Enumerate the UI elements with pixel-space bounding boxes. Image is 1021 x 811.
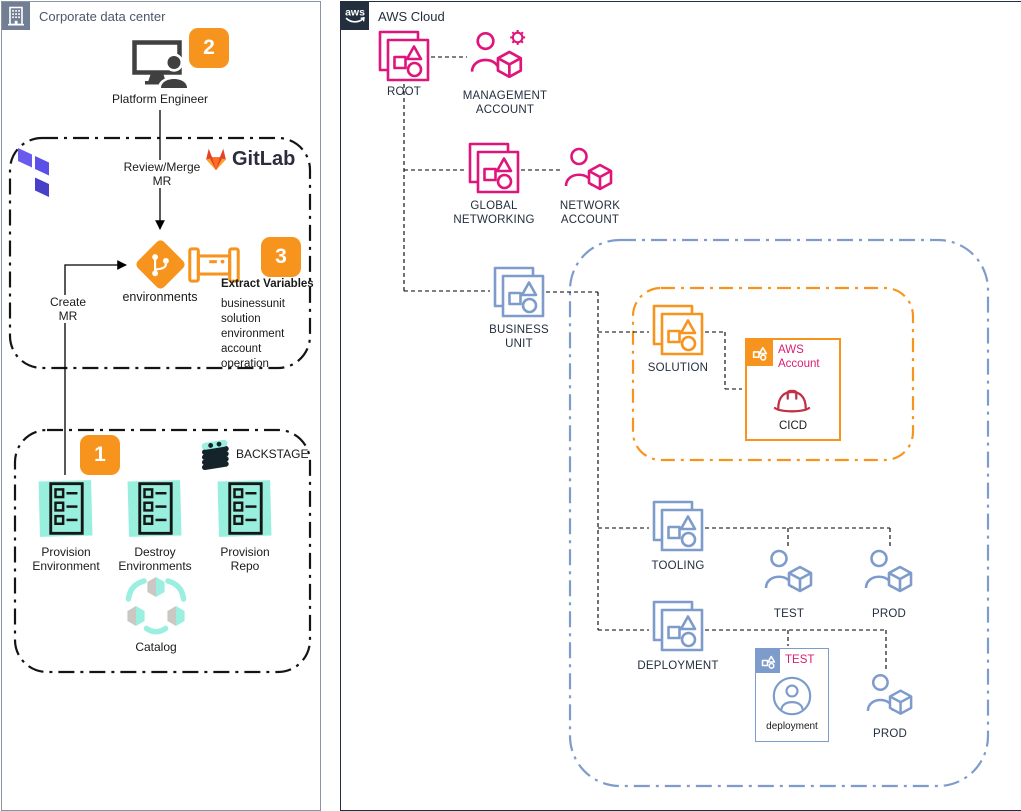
aws-panel-title: AWS Cloud [378, 9, 445, 24]
cicd-label: CICD [778, 420, 808, 432]
create-mr-label: Create MR [40, 295, 96, 324]
test-label: TEST [773, 608, 805, 620]
step-3-badge: 3 [261, 237, 301, 277]
destroy-environments-label: Destroy Environments [118, 545, 192, 574]
environments-label: environments [122, 290, 198, 304]
extract-variables-title: Extract Variables [221, 278, 314, 290]
cicd-hardhat-icon [773, 386, 811, 415]
root-label: ROOT [386, 86, 422, 98]
aws-logo-text: aws [345, 7, 365, 19]
solution-label: SOLUTION [647, 362, 709, 374]
aws-cloud-panel: aws AWS Cloud [340, 1, 1021, 811]
terraform-icon [16, 146, 56, 198]
variable-item: solution [221, 313, 261, 325]
aws-account-label: AWS Account [778, 344, 820, 370]
test-box-badge-icon [756, 649, 780, 673]
solution-ou-icon [652, 304, 704, 356]
step-2-badge: 2 [189, 28, 229, 68]
step-1-badge: 1 [80, 435, 120, 475]
backstage-icon [194, 434, 234, 474]
management-account-label: MANAGEMENT ACCOUNT [462, 90, 548, 116]
business-unit-ou-icon [493, 266, 545, 318]
network-account-icon [564, 146, 614, 192]
gitlab-logo: GitLab [203, 147, 295, 171]
aws-account-badge-icon [747, 340, 773, 366]
prod-label: PROD [871, 608, 907, 620]
test-deployment-box: TEST deployment [755, 648, 829, 742]
prod-account-icon [864, 548, 914, 594]
deployment-user-icon [772, 676, 812, 716]
deployment-label: DEPLOYMENT [637, 660, 719, 672]
management-account-icon [470, 28, 528, 78]
deployment-ou-icon [652, 600, 704, 652]
aws-logo-icon: aws [341, 2, 369, 30]
platform-engineer-label: Platform Engineer [111, 92, 209, 106]
catalog-icon [123, 574, 189, 636]
variable-item: account [221, 343, 262, 355]
variable-item: businessunit [221, 298, 285, 310]
test-box-deployment-label: deployment [766, 721, 818, 732]
business-unit-label: BUSINESS UNIT [489, 324, 549, 350]
network-account-label: NETWORK ACCOUNT [559, 200, 621, 226]
aws-account-box: AWS Account CICD [745, 338, 841, 441]
global-networking-ou-icon [468, 142, 520, 194]
backstage-label: BACKSTAGE [236, 447, 309, 461]
building-icon [2, 2, 30, 30]
provision-environment-label: Provision Environment [32, 545, 100, 574]
checklist-icon [126, 477, 184, 540]
prod-bottom-label: PROD [872, 728, 908, 740]
checklist-icon [216, 477, 274, 540]
checklist-icon [37, 477, 95, 540]
tooling-label: TOOLING [651, 560, 705, 572]
catalog-label: Catalog [135, 640, 177, 654]
gitlab-wordmark: GitLab [232, 147, 296, 170]
monitor-person-icon [132, 40, 190, 88]
variable-item: operation [221, 358, 269, 370]
git-branch-icon [148, 252, 174, 278]
test-box-title: TEST [785, 654, 815, 666]
tooling-ou-icon [652, 500, 704, 552]
variables-list: businessunit solution environment accoun… [221, 297, 321, 372]
root-ou-icon [378, 30, 430, 82]
global-networking-label: GLOBAL NETWORKING [453, 200, 535, 226]
review-merge-mr-label: Review/Merge MR [117, 160, 207, 189]
corporate-data-center-panel: Corporate data center [1, 1, 321, 811]
variable-item: environment [221, 328, 285, 340]
corporate-panel-title: Corporate data center [39, 9, 166, 24]
prod-bottom-account-icon [866, 672, 914, 717]
test-account-icon [764, 548, 814, 594]
provision-repo-label: Provision Repo [220, 545, 270, 574]
